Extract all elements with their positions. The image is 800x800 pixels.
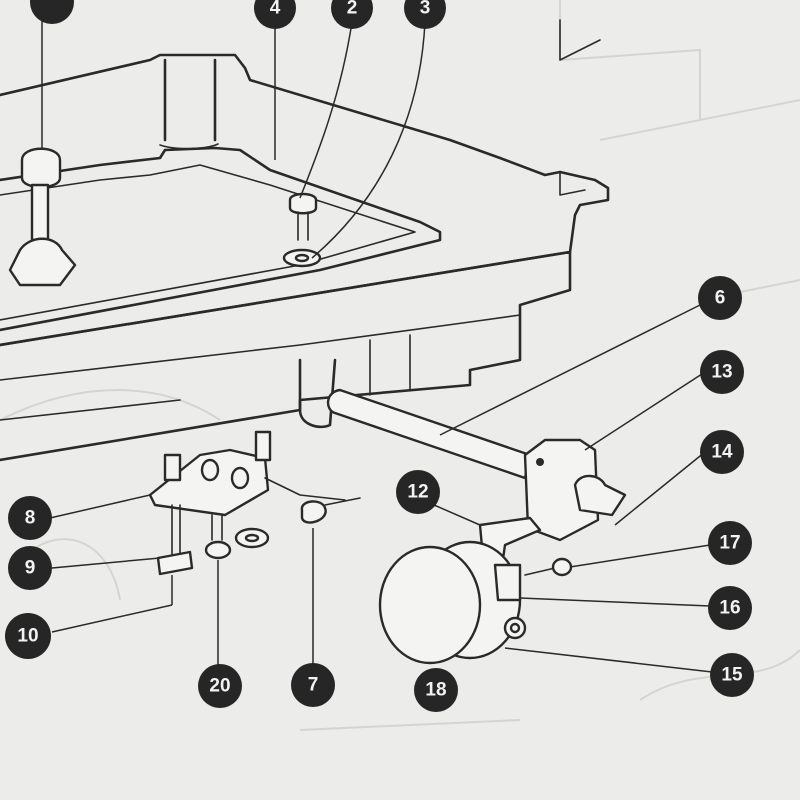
- callout-label: 8: [25, 508, 36, 529]
- callout-c14: 14: [700, 430, 744, 474]
- clamp-bracket: [523, 438, 627, 542]
- callout-label: 13: [711, 362, 732, 383]
- callout-label: 10: [17, 626, 38, 647]
- callout-c4: 4: [254, 0, 296, 29]
- callout-c13: 13: [700, 350, 744, 394]
- callout-c16: 16: [708, 586, 752, 630]
- callout-label: 4: [270, 0, 281, 19]
- callout-label: 7: [308, 675, 319, 696]
- callout-c6: 6: [698, 276, 742, 320]
- callout-c20: 20: [198, 664, 242, 708]
- callout-c17: 17: [708, 521, 752, 565]
- callout-label: 17: [719, 533, 740, 554]
- callout-c1: [30, 0, 74, 24]
- callout-c10: 10: [5, 613, 51, 659]
- callout-label: 9: [25, 558, 36, 579]
- callout-label: 18: [425, 680, 446, 701]
- callout-c8: 8: [8, 496, 52, 540]
- screw-and-washer: [282, 192, 322, 268]
- callout-c18: 18: [414, 668, 458, 712]
- callout-c7: 7: [291, 663, 335, 707]
- callout-label: 14: [711, 442, 733, 463]
- callout-c9: 9: [8, 546, 52, 590]
- callout-c15: 15: [710, 653, 754, 697]
- callout-label: 12: [407, 482, 428, 503]
- float-disc: [378, 540, 527, 665]
- callout-c3: 3: [404, 0, 446, 29]
- callout-c12: 12: [396, 470, 440, 514]
- callout-label: 3: [420, 0, 431, 19]
- callout-label: 20: [209, 676, 230, 697]
- shaft-rod: [326, 388, 532, 480]
- callout-label: 16: [719, 598, 740, 619]
- callout-label: 6: [715, 288, 726, 309]
- left-bracket-assembly: [148, 430, 361, 665]
- callout-label: 2: [347, 0, 358, 19]
- callout-label: 15: [721, 665, 743, 686]
- drain-plug-assembly: [8, 20, 77, 287]
- callout-c2: 2: [331, 0, 373, 29]
